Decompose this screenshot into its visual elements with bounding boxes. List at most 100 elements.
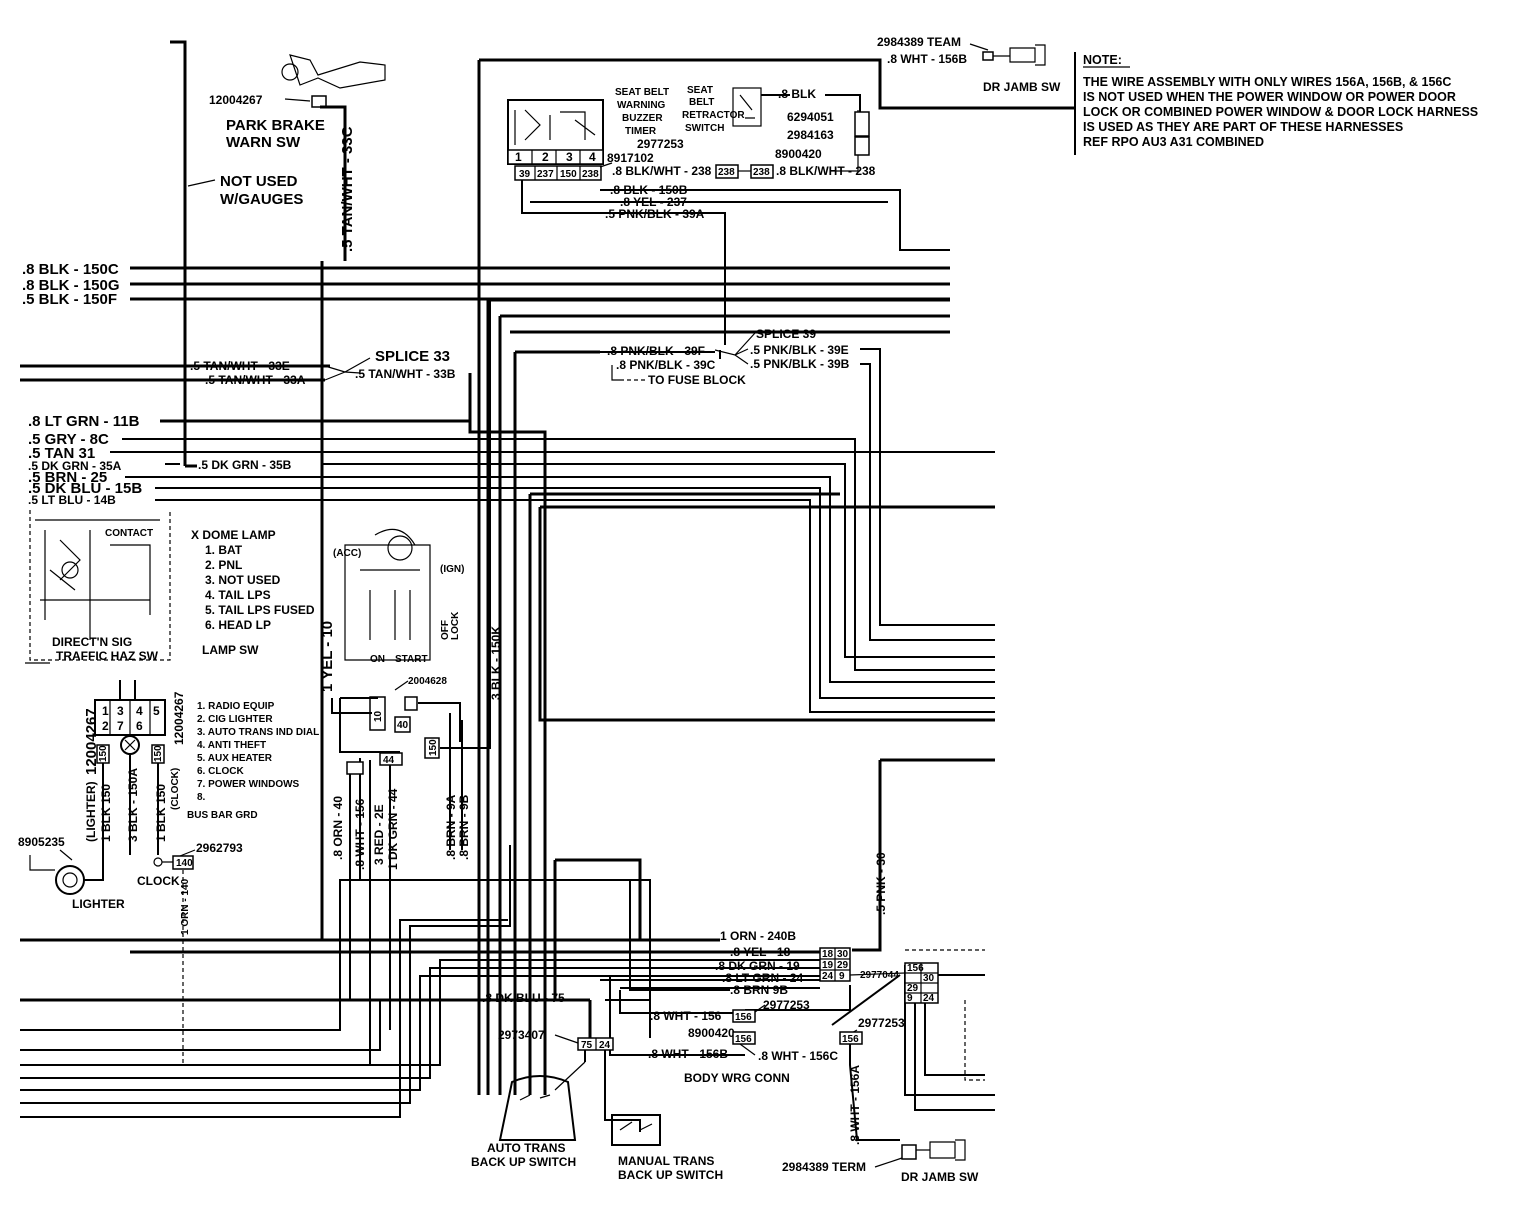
wire-dk-blu-75: .8 DK BLU - 75 (482, 991, 565, 1005)
not-used-label-2: W/GAUGES (220, 191, 303, 208)
ign-acc: (ACC) (333, 548, 361, 559)
wire-35b: .5 DK GRN - 35B (198, 458, 292, 472)
wire-156b-top: .8 WHT - 156B (887, 52, 967, 66)
wire-150g: .8 BLK - 150G (22, 277, 120, 294)
clock-part: 2962793 (196, 841, 243, 855)
wire-yel-10: 1 YEL - 10 (319, 621, 336, 692)
note-title: NOTE: (1083, 53, 1122, 67)
park-brake-title: PARK BRAKE (226, 117, 325, 134)
note-line-5: REF RPO AU3 A31 COMBINED (1083, 135, 1264, 149)
buzzer-pin-3: 3 (566, 150, 573, 164)
body-cell-24: 24 (599, 1040, 611, 1051)
rc-cell-9: 9 (839, 971, 845, 982)
retractor-label-2: BELT (689, 97, 714, 108)
right-connector-2977044: 1 ORN - 240B .8 YEL - 18 .8 DK GRN - 19 … (715, 852, 906, 1011)
left-wire-labels: .8 LT GRN - 11B .5 GRY - 8C .5 TAN 31 .5… (28, 413, 292, 507)
wire-lt-grn-24: .8 LT GRN - 24 (722, 971, 803, 985)
retractor-switch: SEAT BELT RETRACTOR SWITCH .8 BLK 629405… (605, 85, 870, 221)
ground-wires: .8 BLK - 150C .8 BLK - 150G .5 BLK - 150… (22, 261, 120, 308)
bus-legend-8: 8. (197, 792, 206, 803)
rd-cell-30: 30 (923, 973, 935, 984)
buzzer-label-1: SEAT BELT (615, 87, 669, 98)
wire-dk-grn-19: .8 DK GRN - 19 (715, 959, 800, 973)
dr-jamb-label-bottom: DR JAMB SW (901, 1170, 979, 1184)
wire-brn-9a: .8 BRN - 9A (444, 794, 458, 860)
lighter: 8905235 LIGHTER (18, 835, 125, 911)
wire-33b: .5 TAN/WHT - 33B (355, 367, 456, 381)
lamp-sw-caption: LAMP SW (202, 643, 259, 657)
auto-trans-switch-icon (498, 1075, 577, 1141)
buzzer-label-2: WARNING (617, 100, 666, 111)
ignition-switch: (ACC) (IGN) OFF LOCK ON START 10 40 44 1… (319, 300, 503, 1065)
dir-contact-label: CONTACT (105, 528, 153, 539)
retractor-label-4: SWITCH (685, 123, 724, 134)
wire-brn-9b-r: .8 BRN 9B (730, 983, 788, 997)
bus-pin-6: 6 (136, 719, 143, 733)
bus-pin-4: 4 (136, 704, 143, 718)
splice-39: SPLICE 39 .8 PNK/BLK - 39F .5 PNK/BLK - … (600, 327, 850, 387)
seat-belt-buzzer: 1 2 3 4 39 237 150 238 SEAT BELT WARNING… (507, 87, 876, 181)
ign-off: OFF (440, 620, 451, 640)
bus-legend-3: 3. AUTO TRANS IND DIAL (197, 727, 319, 738)
door-jamb-top: 2984389 TEAM .8 WHT - 156B DR JAMB SW (877, 35, 1076, 155)
manual-trans-label-2: BACK UP SWITCH (618, 1168, 723, 1182)
rc-cell-29: 29 (837, 960, 849, 971)
bus-pin-1: 1 (102, 704, 109, 718)
ign-cell-40: 40 (397, 720, 409, 731)
buzzer-pin-1: 1 (515, 150, 522, 164)
rc-cell-19: 19 (822, 960, 834, 971)
bus-legend-5: 5. AUX HEATER (197, 753, 273, 764)
bus-bar: 1 3 4 5 2 7 6 150 150 12004267 12004267 … (83, 680, 319, 855)
lamp-item-x: X DOME LAMP (191, 528, 276, 542)
wire-156c: .8 WHT - 156C (758, 1049, 838, 1063)
bus-legend-6: 6. CLOCK (197, 766, 244, 777)
body-wrg-conn-label: BODY WRG CONN (684, 1071, 790, 1085)
wire-14b: .5 LT BLU - 14B (28, 493, 116, 507)
ign-start: START (395, 654, 428, 665)
ign-part: 2004628 (408, 676, 447, 687)
dr-jamb-label-top: DR JAMB SW (983, 80, 1061, 94)
part-2977253-bottom: 2977253 (858, 1016, 905, 1030)
bus-conn-150-right: 150 (153, 745, 164, 762)
bus-part-left: 12004267 (83, 708, 100, 775)
lamp-item-3: 3. NOT USED (205, 573, 281, 587)
clock-conn: 140 (176, 858, 193, 869)
ign-lock: LOCK (450, 611, 461, 640)
door-jamb-bottom: 2977253 156 .8 WHT - 156A 2984389 TERM D… (782, 974, 979, 1184)
note-line-4: IS USED AS THEY ARE PART OF THESE HARNES… (1083, 120, 1403, 134)
splice-39-title: SPLICE 39 (756, 327, 816, 341)
bottom-harness (20, 845, 820, 1118)
part-2977044: 2977044 (860, 970, 899, 981)
bus-bar-caption: BUS BAR GRD (187, 810, 258, 821)
part-8900420-top: 8900420 (775, 147, 822, 161)
not-used-label: NOT USED (220, 173, 298, 190)
dr-conn-156: 156 (842, 1034, 859, 1045)
wire-8c: .5 GRY - 8C (28, 431, 109, 448)
body-conn-156-b: 156 (735, 1034, 752, 1045)
lighter-part: 8905235 (18, 835, 65, 849)
body-cell-75: 75 (581, 1040, 593, 1051)
rd-cell-24: 24 (923, 993, 935, 1004)
rd-cell-9: 9 (907, 993, 913, 1004)
conn-cell-238: 238 (582, 169, 599, 180)
bus-legend-7: 7. POWER WINDOWS (197, 779, 300, 790)
wire-wht-156: .8 WHT - 156 (353, 798, 367, 870)
lamp-item-1: 1. BAT (205, 543, 243, 557)
auto-trans-label-2: BACK UP SWITCH (471, 1155, 576, 1169)
wire-39e: .5 PNK/BLK - 39E (750, 343, 849, 357)
part-2977253-mid: 2977253 (763, 998, 810, 1012)
part-8900420-mid: 8900420 (688, 1026, 735, 1040)
wire-31: .5 TAN 31 (28, 445, 95, 462)
part-2984163: 2984163 (787, 128, 834, 142)
lamp-switch-legend: X DOME LAMP 1. BAT 2. PNL 3. NOT USED 4.… (191, 528, 315, 657)
wire-wht-156: .8 WHT - 156 (650, 1009, 722, 1023)
buzzer-pin-4: 4 (589, 150, 596, 164)
buzzer-pin-2: 2 (542, 150, 549, 164)
dir-sig-label-2: TRAFFIC HAZ SW (56, 649, 159, 663)
lamp-item-4: 4. TAIL LPS (205, 588, 271, 602)
wire-clock-150: 1 BLK 150 (154, 784, 168, 842)
body-conn-156-a: 156 (735, 1012, 752, 1023)
lighter-label: LIGHTER (72, 897, 125, 911)
retractor-label-1: SEAT (687, 85, 713, 96)
wire-33a: .5 TAN/WHT - 33A (205, 373, 306, 387)
